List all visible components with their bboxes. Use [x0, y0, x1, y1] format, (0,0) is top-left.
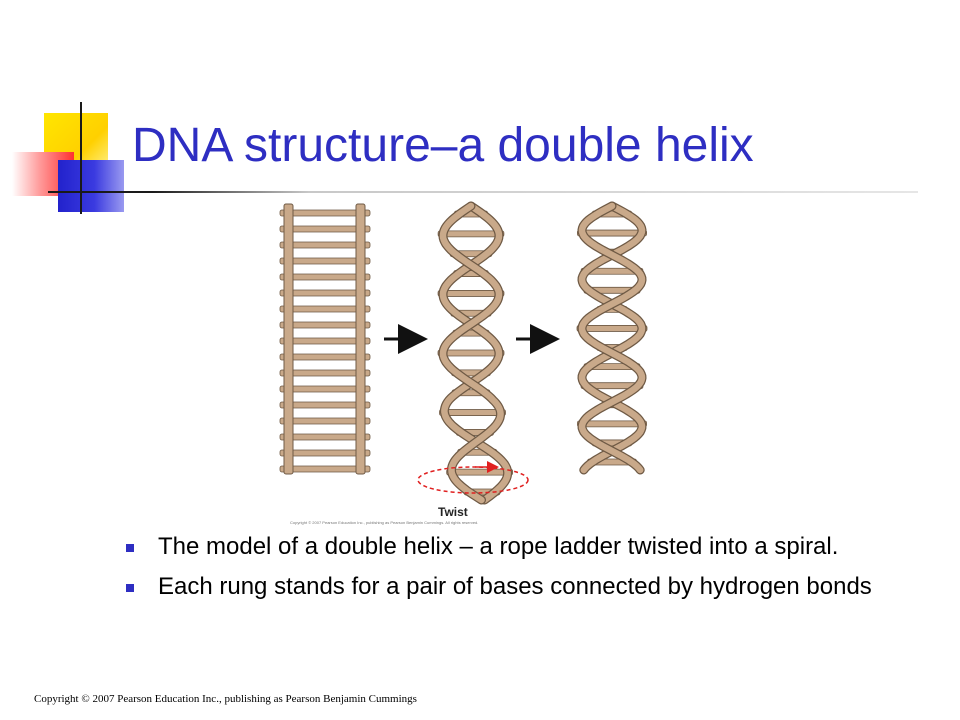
helix-rung: [439, 409, 506, 416]
ladder-rung: [279, 401, 371, 409]
helix-rung: [577, 420, 647, 428]
bullet-text: Each rung stands for a pair of bases con…: [158, 573, 872, 600]
ladder-rung: [279, 369, 371, 377]
twisting-ladder: [437, 201, 514, 505]
bullet-item: The model of a double helix – a rope lad…: [126, 533, 896, 561]
ladder-rung: [279, 433, 371, 441]
bullet-text: The model of a double helix – a rope lad…: [158, 533, 839, 560]
ladder-rung: [279, 305, 371, 313]
copyright-footer: Copyright © 2007 Pearson Education Inc.,…: [34, 693, 417, 705]
bullet-list: The model of a double helix – a rope lad…: [126, 533, 896, 613]
helix-rung: [577, 229, 647, 237]
ladder-rung: [279, 273, 371, 281]
twist-label: Twist: [438, 505, 468, 519]
twist-rotation-indicator: [417, 466, 529, 494]
title-underline: [48, 191, 918, 193]
ladder-rung: [279, 321, 371, 329]
rope-ladder-figure: Twist: [279, 201, 648, 519]
helix-strand: [439, 202, 511, 504]
ladder-rung: [279, 417, 371, 425]
helix-strand: [439, 202, 504, 504]
helix-rung: [437, 349, 505, 357]
ladder-rung: [279, 385, 371, 393]
ladder-rung: [279, 257, 371, 265]
ladder-rung: [279, 465, 371, 473]
helix-strand: [578, 202, 646, 474]
helix-rung: [437, 290, 505, 297]
decor-vertical-line: [80, 102, 82, 214]
bullet-item: Each rung stands for a pair of bases con…: [126, 573, 896, 601]
bullet-square-icon: [126, 544, 134, 552]
double-helix: [576, 201, 648, 475]
slide-title: DNA structure–a double helix: [132, 119, 754, 172]
ladder-rung: [279, 353, 371, 361]
helix-rung: [437, 230, 505, 238]
ladder-rung: [279, 289, 371, 297]
figure-credit: Copyright © 2007 Pearson Education Inc.,…: [290, 520, 479, 525]
ladder-rung: [279, 225, 371, 233]
helix-rung: [576, 325, 648, 332]
decor-blue-square: [58, 160, 124, 212]
bullet-square-icon: [126, 584, 134, 592]
helix-strand: [578, 202, 646, 474]
ladder-rung: [279, 209, 371, 217]
ladder-rung: [279, 337, 371, 345]
straight-ladder: [279, 203, 371, 475]
ladder-rung: [279, 241, 371, 249]
ladder-rung: [279, 449, 371, 457]
